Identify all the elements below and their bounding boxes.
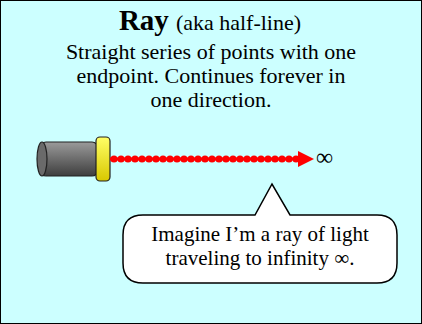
flashlight-head — [96, 137, 110, 181]
ray-arrowhead — [298, 151, 314, 167]
speech-bubble: Imagine I’m a ray of light traveling to … — [122, 214, 398, 284]
subtitle-text: (aka half-line) — [176, 10, 301, 36]
bubble-text: Imagine I’m a ray of light traveling to … — [122, 214, 398, 278]
title-text: Ray — [119, 4, 169, 37]
infinity-symbol: ∞ — [316, 144, 333, 170]
definition-text: Straight series of points with one endpo… — [61, 40, 361, 112]
flashlight-barrel — [40, 142, 98, 176]
ray-points — [110, 155, 299, 162]
title-line: Ray (aka half-line) — [10, 4, 410, 37]
